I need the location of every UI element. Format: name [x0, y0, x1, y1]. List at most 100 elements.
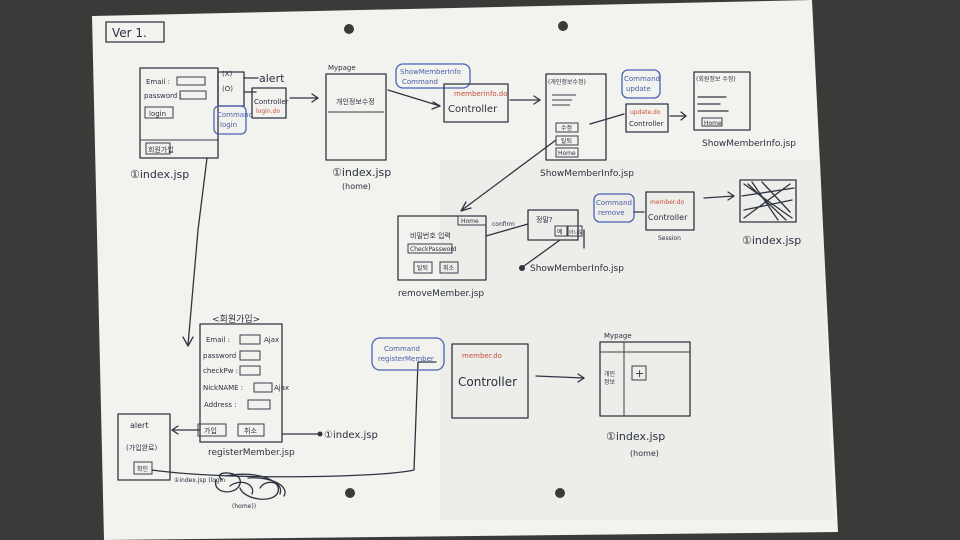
- version-box: [105, 21, 165, 43]
- arrowhead-register-to-alert: [171, 425, 179, 435]
- reg-password-field: [239, 350, 261, 361]
- arrowhead-controller-to-home: [311, 93, 319, 103]
- scribble-note: ①index.jsp (login(home)): [174, 477, 256, 510]
- controller-remove-label: Controller: [648, 213, 688, 222]
- show-result-home-label: Home: [704, 120, 722, 127]
- session-label: Session: [658, 235, 681, 242]
- controller-login-sub: login.do: [256, 108, 280, 115]
- controller-login-box: [251, 87, 287, 119]
- reg-address-field: [247, 399, 271, 410]
- mypage-label-1: Mypage: [328, 64, 356, 72]
- arrow-remove-to-confirm: [485, 223, 529, 237]
- alert-x-label: (X): [222, 70, 233, 78]
- arrow-dialog-to-showinfo: [523, 239, 561, 267]
- show-member-screen: [545, 73, 607, 161]
- show-member-jsp-3-label: ShowMemberInfo.jsp: [530, 264, 624, 274]
- controller-remove-box: [645, 191, 695, 231]
- arrow-register-ctrl-to-home: [535, 375, 585, 379]
- remove-question-label: 비밀번호 입력: [410, 231, 451, 240]
- login-email-label: Email :: [146, 78, 170, 86]
- arrow-show-to-remove: [461, 139, 557, 211]
- show-member-jsp-label: ShowMemberInfo.jsp: [540, 169, 634, 179]
- crossed-index-scribble: [741, 181, 795, 221]
- cmd-update-box: [621, 69, 661, 99]
- alert-box: [117, 413, 171, 481]
- controller-register-label: Controller: [458, 375, 517, 389]
- dialog-yes-box: [554, 225, 568, 237]
- alert-box-msg: (가입완료): [126, 443, 157, 452]
- show-result-screen: [693, 71, 751, 131]
- show-btn-modify-label: 수정: [561, 125, 572, 132]
- arrowhead-controller-remove-to-index: [727, 191, 735, 201]
- confirm-label: confirm: [492, 221, 515, 228]
- controller-main-label: Controller: [448, 104, 498, 115]
- show-btn-delete-label: 탈퇴: [561, 137, 572, 145]
- controller-main-sub: memberinfo.do: [454, 90, 508, 98]
- register-member-jsp-label: registerMember.jsp: [208, 448, 295, 458]
- reg-ajax-2-label: Ajax: [274, 384, 289, 392]
- login-screen-box: [139, 67, 219, 159]
- reg-btn-join-label: 가입: [204, 426, 217, 435]
- login-join-box: [145, 142, 171, 155]
- reg-email-field: [239, 334, 261, 345]
- reg-checkpw-field: [239, 365, 261, 376]
- reg-screen-box: [199, 323, 283, 443]
- dialog-no-label: 아니오: [569, 229, 583, 236]
- index-jsp-4-label: ①index.jsp: [742, 234, 801, 247]
- show-member-jsp-2-label: ShowMemberInfo.jsp: [702, 139, 796, 149]
- show-member-header: (개인정보수정): [548, 78, 586, 86]
- home-label-2: (home): [630, 449, 659, 458]
- reg-password-label: password :: [203, 352, 241, 360]
- punch-hole-top-1: [344, 24, 354, 34]
- paper-shadow: [440, 160, 834, 520]
- scribble-blob: [215, 472, 286, 500]
- cmd-register-box: [371, 337, 445, 371]
- alert-box-title: alert: [130, 421, 148, 430]
- login-password-field: [179, 90, 207, 100]
- remove-btn-delete-box: [413, 261, 433, 274]
- reg-btn-cancel-label: 취소: [244, 427, 257, 435]
- arrow-controller-remove-to-index: [703, 195, 735, 199]
- controller-register-sub: member.do: [462, 352, 502, 360]
- arrow-show-to-update: [589, 113, 625, 125]
- arrowhead-login-to-register: [182, 336, 194, 347]
- show-btn-modify-box: [555, 122, 579, 133]
- controller-main-box: [443, 83, 509, 123]
- version-label: Ver 1.: [112, 26, 147, 40]
- controller-update-box: [625, 103, 669, 133]
- arrowhead-update-to-result: [680, 111, 687, 121]
- controller-update-sub: update.do: [630, 109, 661, 116]
- confirm-dialog-box: [527, 209, 579, 241]
- dialog-no-box: [567, 225, 583, 237]
- remove-home-box: [457, 215, 487, 226]
- reg-checkpw-label: checkPw :: [203, 367, 238, 375]
- home-label-1: (home): [342, 182, 371, 191]
- dialog-confirm-label: 정말?: [536, 215, 553, 224]
- punch-hole-top-2: [558, 21, 568, 31]
- reg-address-label: Address :: [204, 401, 236, 409]
- remove-home-label: Home: [461, 218, 479, 225]
- alert-box-ok-label: 확인: [137, 465, 148, 473]
- show-result-home-box: [701, 117, 723, 127]
- login-email-field: [176, 76, 206, 86]
- remove-btn-cancel-box: [439, 261, 459, 274]
- command-login-box: [213, 105, 247, 135]
- remove-screen-box: [397, 215, 487, 281]
- mypage-2-screen: [599, 341, 691, 417]
- index-ref-dot: [317, 431, 323, 437]
- reg-email-label: Email :: [206, 336, 230, 344]
- mypage-screen-box: [325, 73, 387, 161]
- arrowhead-show-to-remove: [460, 201, 472, 212]
- reg-ajax-label: Ajax: [264, 336, 279, 344]
- punch-hole-bottom-1: [345, 488, 355, 498]
- reg-nickname-label: NickNAME :: [203, 384, 243, 392]
- cmd-show-member-box: [395, 63, 471, 89]
- reg-nickname-field: [253, 382, 273, 393]
- index-jsp-home-label: ①index.jsp: [332, 166, 391, 179]
- login-button-box: [144, 106, 174, 119]
